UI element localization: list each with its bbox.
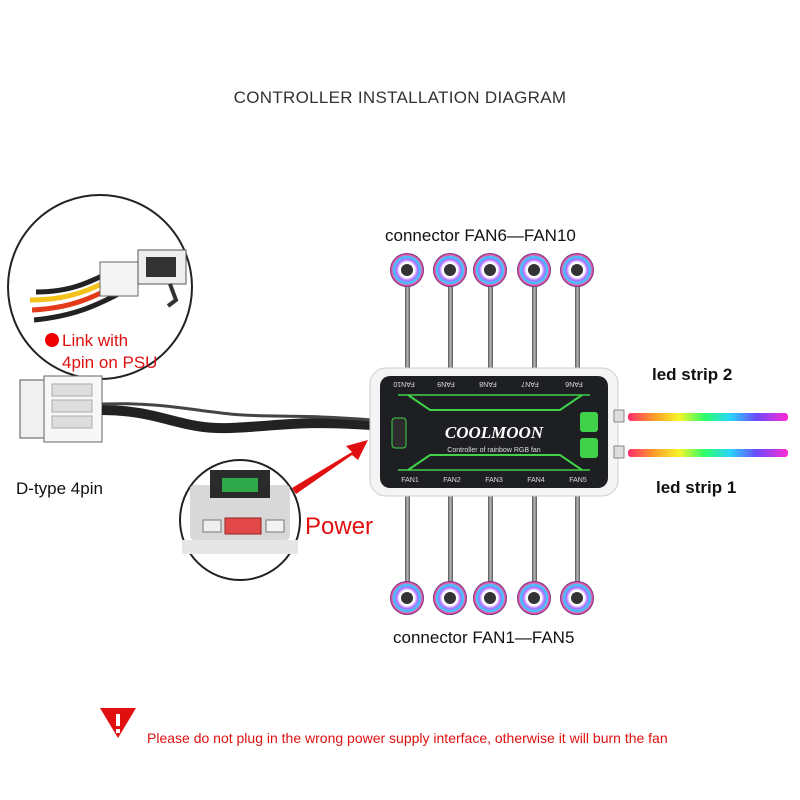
- fan-icon: [560, 581, 594, 615]
- power-socket-callout: [179, 459, 301, 581]
- fan-icon: [517, 581, 551, 615]
- psu-callout-line1: Link with: [62, 331, 129, 350]
- fan-icon: [473, 253, 507, 287]
- port-label: FAN1: [401, 477, 419, 484]
- top-port-labels: FAN10 FAN9 FAN8 FAN7 FAN6: [393, 380, 583, 387]
- psu-dot-icon: [45, 333, 59, 347]
- power-label: Power: [305, 513, 374, 540]
- psu-callout-text: Link with 4pin on PSU: [62, 330, 157, 374]
- top-fan-cables: [405, 285, 580, 380]
- port-label: FAN5: [569, 477, 587, 484]
- psu-connector-callout: [7, 194, 193, 380]
- port-label: FAN6: [565, 380, 583, 387]
- fan-icon: [390, 581, 424, 615]
- fan-icon: [433, 253, 467, 287]
- fan-icon: [473, 581, 507, 615]
- led-strip-2-label: led strip 2: [652, 365, 733, 384]
- port-label: FAN8: [479, 380, 497, 387]
- top-fans: [390, 253, 594, 287]
- led-strip-1-label: led strip 1: [656, 478, 737, 497]
- port-label: FAN4: [527, 477, 545, 484]
- fan-icon: [560, 253, 594, 287]
- dtype-label: D-type 4pin: [16, 479, 103, 498]
- bottom-fan-cables: [405, 490, 580, 585]
- controller-subtitle: Controller of rainbow RGB fan: [447, 447, 540, 454]
- port-label: FAN7: [521, 380, 539, 387]
- port-label: FAN2: [443, 477, 461, 484]
- psu-callout-line2: 4pin on PSU: [62, 353, 158, 372]
- power-arrow: [292, 440, 368, 494]
- warning-icon: [100, 708, 136, 738]
- port-label: FAN3: [485, 477, 503, 484]
- led-strip-2-bar: [628, 413, 788, 421]
- fan-icon: [517, 253, 551, 287]
- bottom-fans: [390, 581, 594, 615]
- bottom-port-labels: FAN1 FAN2 FAN3 FAN4 FAN5: [401, 477, 587, 484]
- diagram-title: CONTROLLER INSTALLATION DIAGRAM: [233, 88, 567, 107]
- port-label: FAN10: [393, 380, 415, 387]
- port-label: FAN9: [437, 380, 455, 387]
- warning-message: Please do not plug in the wrong power su…: [147, 730, 668, 746]
- fan-icon: [433, 581, 467, 615]
- fan-icon: [390, 253, 424, 287]
- dtype-4pin-plug: [19, 375, 103, 443]
- controller-box: [369, 367, 625, 497]
- bottom-fans-label: connector FAN1—FAN5: [393, 628, 575, 647]
- led-strip-1-bar: [628, 449, 788, 457]
- top-fans-label: connector FAN6—FAN10: [385, 226, 576, 245]
- controller-brand: COOLMOON: [445, 423, 544, 442]
- power-cable: [101, 405, 373, 434]
